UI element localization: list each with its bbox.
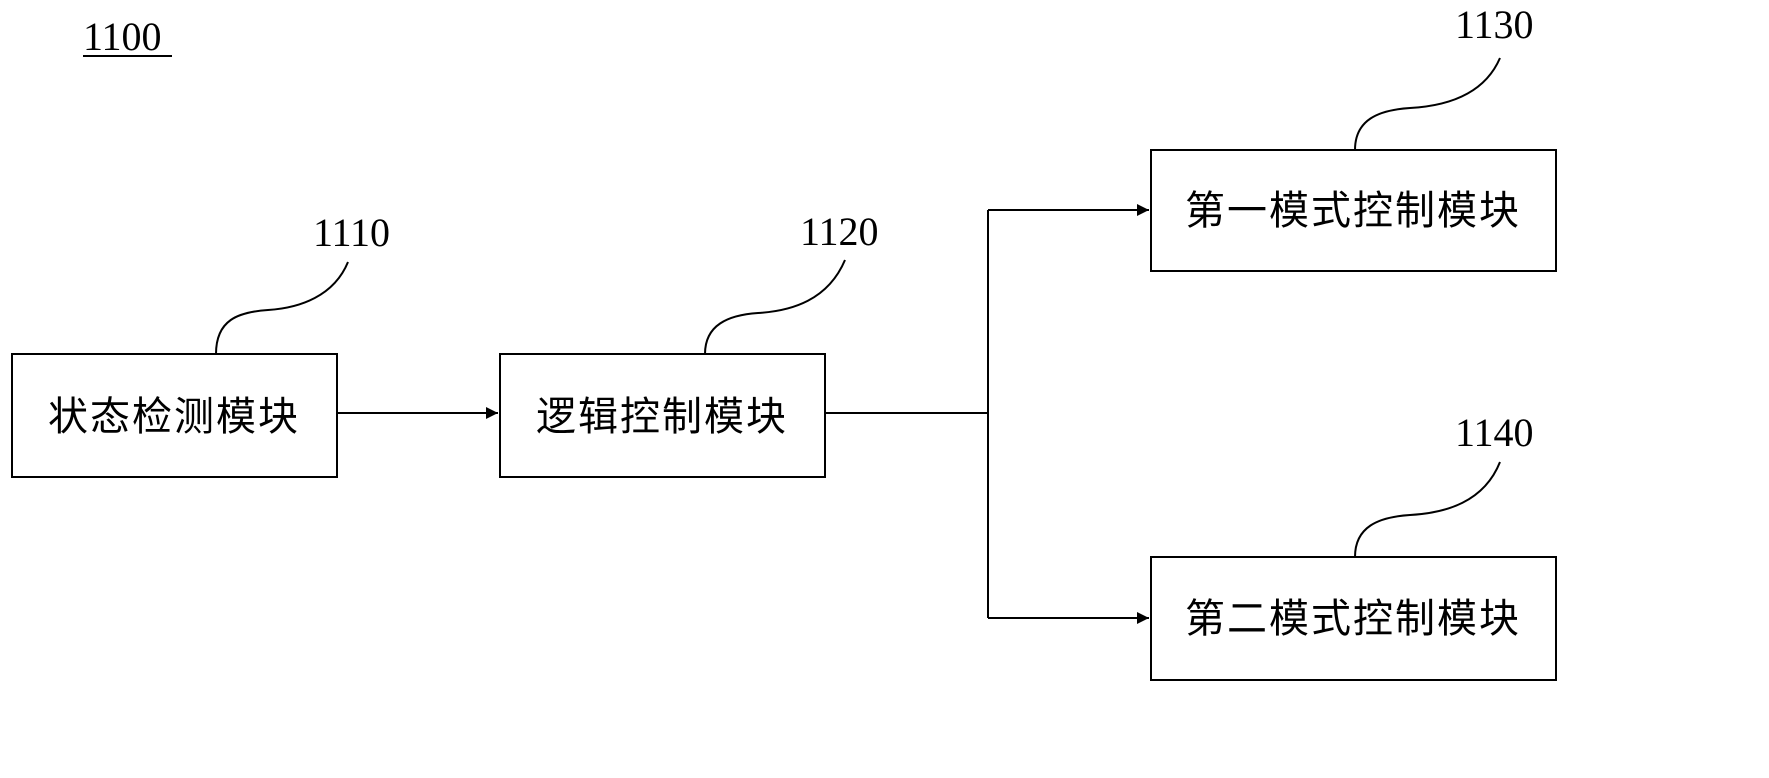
module-second-mode-control: 第二模式控制模块: [1150, 556, 1557, 681]
figure-label: 1100: [83, 14, 162, 59]
leader-line-1120: [704, 259, 846, 355]
module-label: 逻辑控制模块: [536, 394, 788, 440]
ref-number-1140: 1140: [1455, 410, 1534, 455]
module-box: [1150, 149, 1557, 272]
module-box: [1150, 556, 1557, 681]
module-state-detection: 状态检测模块: [11, 353, 338, 478]
module-label: 状态检测模块: [48, 394, 300, 440]
ref-number-1130: 1130: [1455, 2, 1534, 47]
ref-number-1120: 1120: [800, 209, 879, 254]
leader-line-1110: [215, 261, 349, 355]
module-box: [499, 353, 826, 478]
module-logic-control: 逻辑控制模块: [499, 353, 826, 478]
module-label: 第二模式控制模块: [1185, 596, 1521, 642]
leader-line-1140: [1354, 461, 1501, 558]
module-box: [11, 353, 338, 478]
leader-line-1130: [1354, 57, 1501, 151]
module-label: 第一模式控制模块: [1185, 188, 1521, 234]
module-first-mode-control: 第一模式控制模块: [1150, 149, 1557, 272]
ref-number-1110: 1110: [313, 210, 390, 255]
